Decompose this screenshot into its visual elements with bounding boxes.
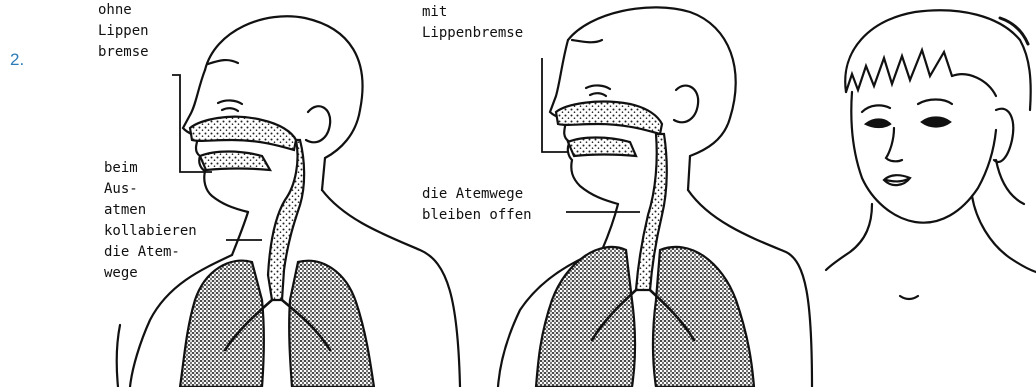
middle-nasal-cavity [556, 102, 662, 134]
label-line: mit [422, 2, 523, 23]
label-atemwege-offen: die Atemwege bleiben offen [422, 184, 532, 226]
label-line: die Atemwege [422, 184, 532, 205]
label-line: die Atem- [104, 242, 197, 263]
label-line: atmen [104, 200, 197, 221]
middle-head-outline [568, 7, 736, 190]
left-lung-right [289, 261, 374, 387]
label-mit-lippenbremse: mit Lippenbremse [422, 2, 523, 44]
right-eye-left [866, 120, 890, 128]
label-line: kollabieren [104, 221, 197, 242]
right-eye-right [922, 118, 950, 127]
label-ohne-lippenbremse: ohne Lippen bremse [98, 0, 149, 63]
middle-figure [498, 7, 812, 387]
right-face [826, 10, 1036, 299]
middle-lung-left [536, 247, 635, 387]
middle-ear [674, 86, 698, 123]
label-line: Aus- [104, 179, 197, 200]
left-ear [306, 106, 330, 142]
label-line: bleiben offen [422, 205, 532, 226]
label-line: Lippen [98, 21, 149, 42]
middle-leader-lines [542, 58, 640, 212]
middle-oral-cavity [568, 138, 636, 157]
label-line: Lippenbremse [422, 23, 523, 44]
left-oral-cavity [200, 152, 270, 171]
label-line: wege [104, 263, 197, 284]
label-line: ohne [98, 0, 149, 21]
label-line: bremse [98, 42, 149, 63]
right-hair [845, 10, 1030, 110]
left-neck [232, 212, 248, 255]
left-nasal-cavity [190, 117, 296, 150]
label-beim-ausatmen: beim Aus- atmen kollabieren die Atem- we… [104, 158, 197, 284]
label-line: beim [104, 158, 197, 179]
middle-lung-right [653, 247, 754, 387]
